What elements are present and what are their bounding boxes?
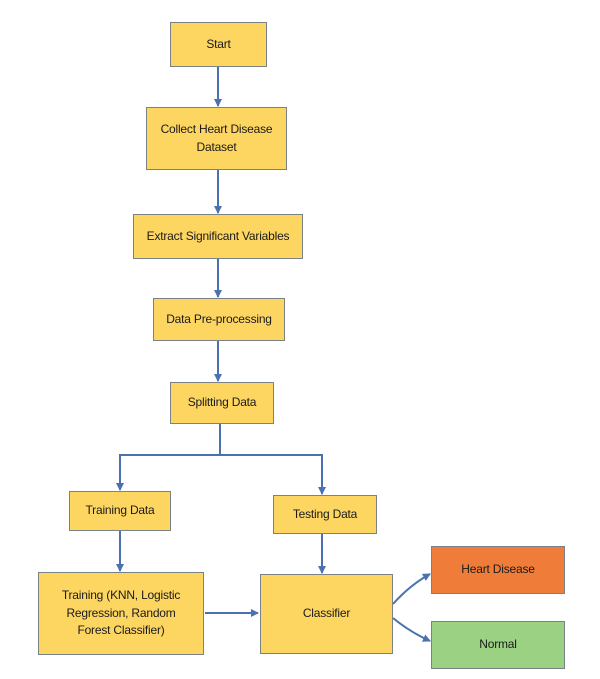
extract-variables-node: Extract Significant Variables	[133, 214, 303, 259]
classifier-node: Classifier	[260, 574, 393, 654]
heart-disease-node: Heart Disease	[431, 546, 565, 594]
splitting-data-label: Splitting Data	[187, 395, 257, 410]
extract-variables-label: Extract Significant Variables	[146, 228, 290, 243]
testing-data-node: Testing Data	[273, 495, 377, 534]
normal-label: Normal	[479, 637, 517, 652]
training-models-label: Training (KNN, Logistic Regression, Rand…	[61, 588, 181, 638]
training-models-node: Training (KNN, Logistic Regression, Rand…	[38, 572, 204, 655]
arrow-splitting-to-training-data	[116, 424, 221, 491]
start-node: Start	[170, 22, 267, 67]
testing-data-label: Testing Data	[292, 506, 358, 521]
splitting-data-node: Splitting Data	[170, 382, 274, 424]
arrow-splitting-to-testing-data	[220, 454, 326, 495]
training-data-node: Training Data	[69, 491, 171, 531]
start-label: Start	[206, 36, 231, 51]
preprocessing-node: Data Pre-processing	[153, 298, 285, 341]
arrow-classifier-to-normal	[392, 617, 431, 642]
collect-dataset-label: Collect Heart Disease Dataset	[160, 122, 273, 154]
heart-disease-label: Heart Disease	[461, 562, 535, 577]
collect-dataset-node: Collect Heart Disease Dataset	[146, 107, 287, 170]
normal-node: Normal	[431, 621, 565, 669]
training-data-label: Training Data	[85, 503, 155, 518]
arrow-classifier-to-heart-disease	[392, 573, 431, 605]
classifier-label: Classifier	[302, 606, 351, 621]
preprocessing-label: Data Pre-processing	[166, 311, 272, 326]
